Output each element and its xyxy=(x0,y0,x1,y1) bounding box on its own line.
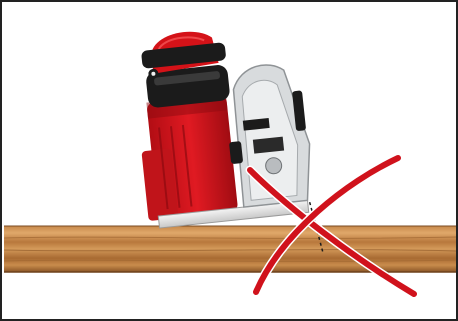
wood-plank xyxy=(4,226,458,272)
